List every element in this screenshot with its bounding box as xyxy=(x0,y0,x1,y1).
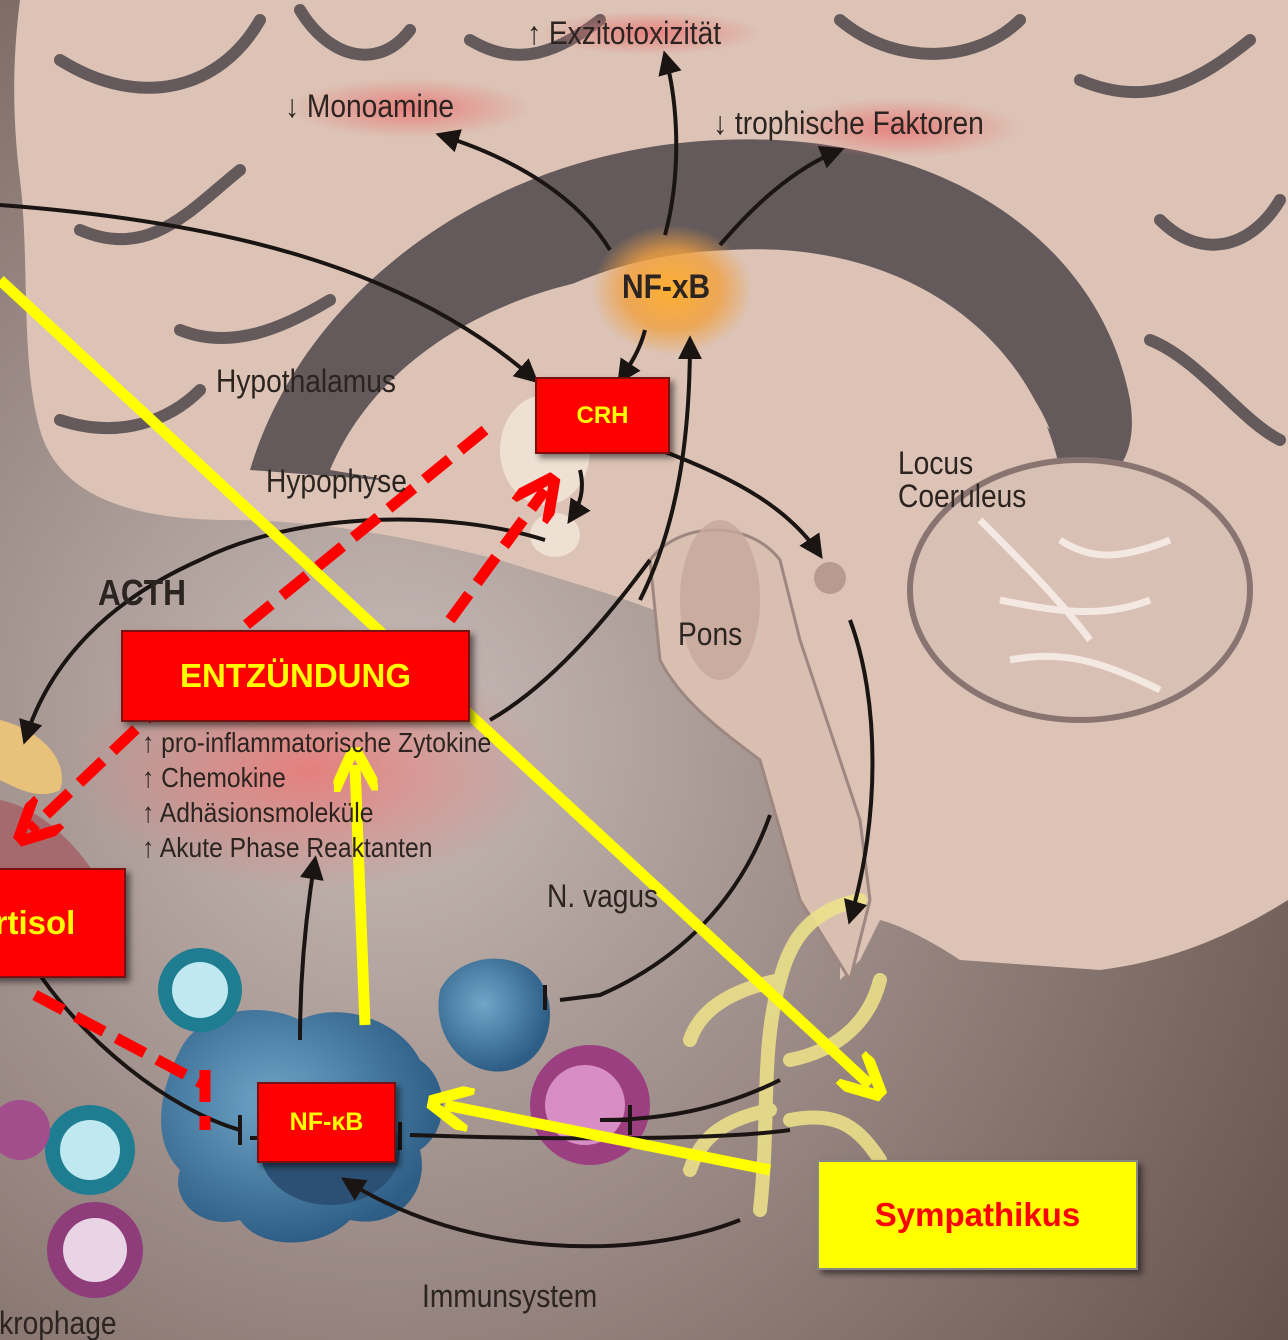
locus-coeruleus-dot xyxy=(814,562,846,594)
label-locus-coeruleus-1: Locus xyxy=(898,445,973,482)
label-immune-system: Immunsystem xyxy=(422,1278,597,1315)
inflammation-box: ENTZÜNDUNG xyxy=(121,630,470,722)
pons-region xyxy=(680,520,760,680)
cortisol-box: Cortisol xyxy=(0,868,126,978)
inflammation-item: ↑ Chemokine xyxy=(142,762,286,794)
label-locus-coeruleus-2: Coeruleus xyxy=(898,478,1026,515)
label-pituitary: Hypophyse xyxy=(266,463,407,500)
cell-purple-1-inner xyxy=(63,1218,127,1282)
inflammation-item: ↑ Akute Phase Reaktanten xyxy=(142,832,432,864)
label-acth: ACTH xyxy=(98,572,186,614)
label-hypothalamus: Hypothalamus xyxy=(216,363,396,400)
label-macrophage: Makrophage xyxy=(0,1305,117,1340)
sympathetic-box: Sympathikus xyxy=(817,1160,1138,1270)
cell-teal-1-inner xyxy=(172,962,228,1018)
label-excitotoxicity: ↑ Exzitotoxizität xyxy=(527,15,721,52)
crh-box: CRH xyxy=(535,377,670,454)
inflammation-item: ↑ Adhäsionsmoleküle xyxy=(142,797,373,829)
cell-teal-2-inner xyxy=(60,1120,120,1180)
nfkb-cell-box: NF-κB xyxy=(257,1082,396,1163)
label-trophic-factors: ↓ trophische Faktoren xyxy=(713,105,984,142)
label-nfkb-brain: NF-xB xyxy=(622,268,710,307)
inflammation-item: ↑ pro-inflammatorische Zytokine xyxy=(142,727,491,759)
label-pons: Pons xyxy=(678,616,742,653)
label-monoamines: ↓ Monoamine xyxy=(285,88,454,125)
label-vagus: N. vagus xyxy=(547,878,658,915)
